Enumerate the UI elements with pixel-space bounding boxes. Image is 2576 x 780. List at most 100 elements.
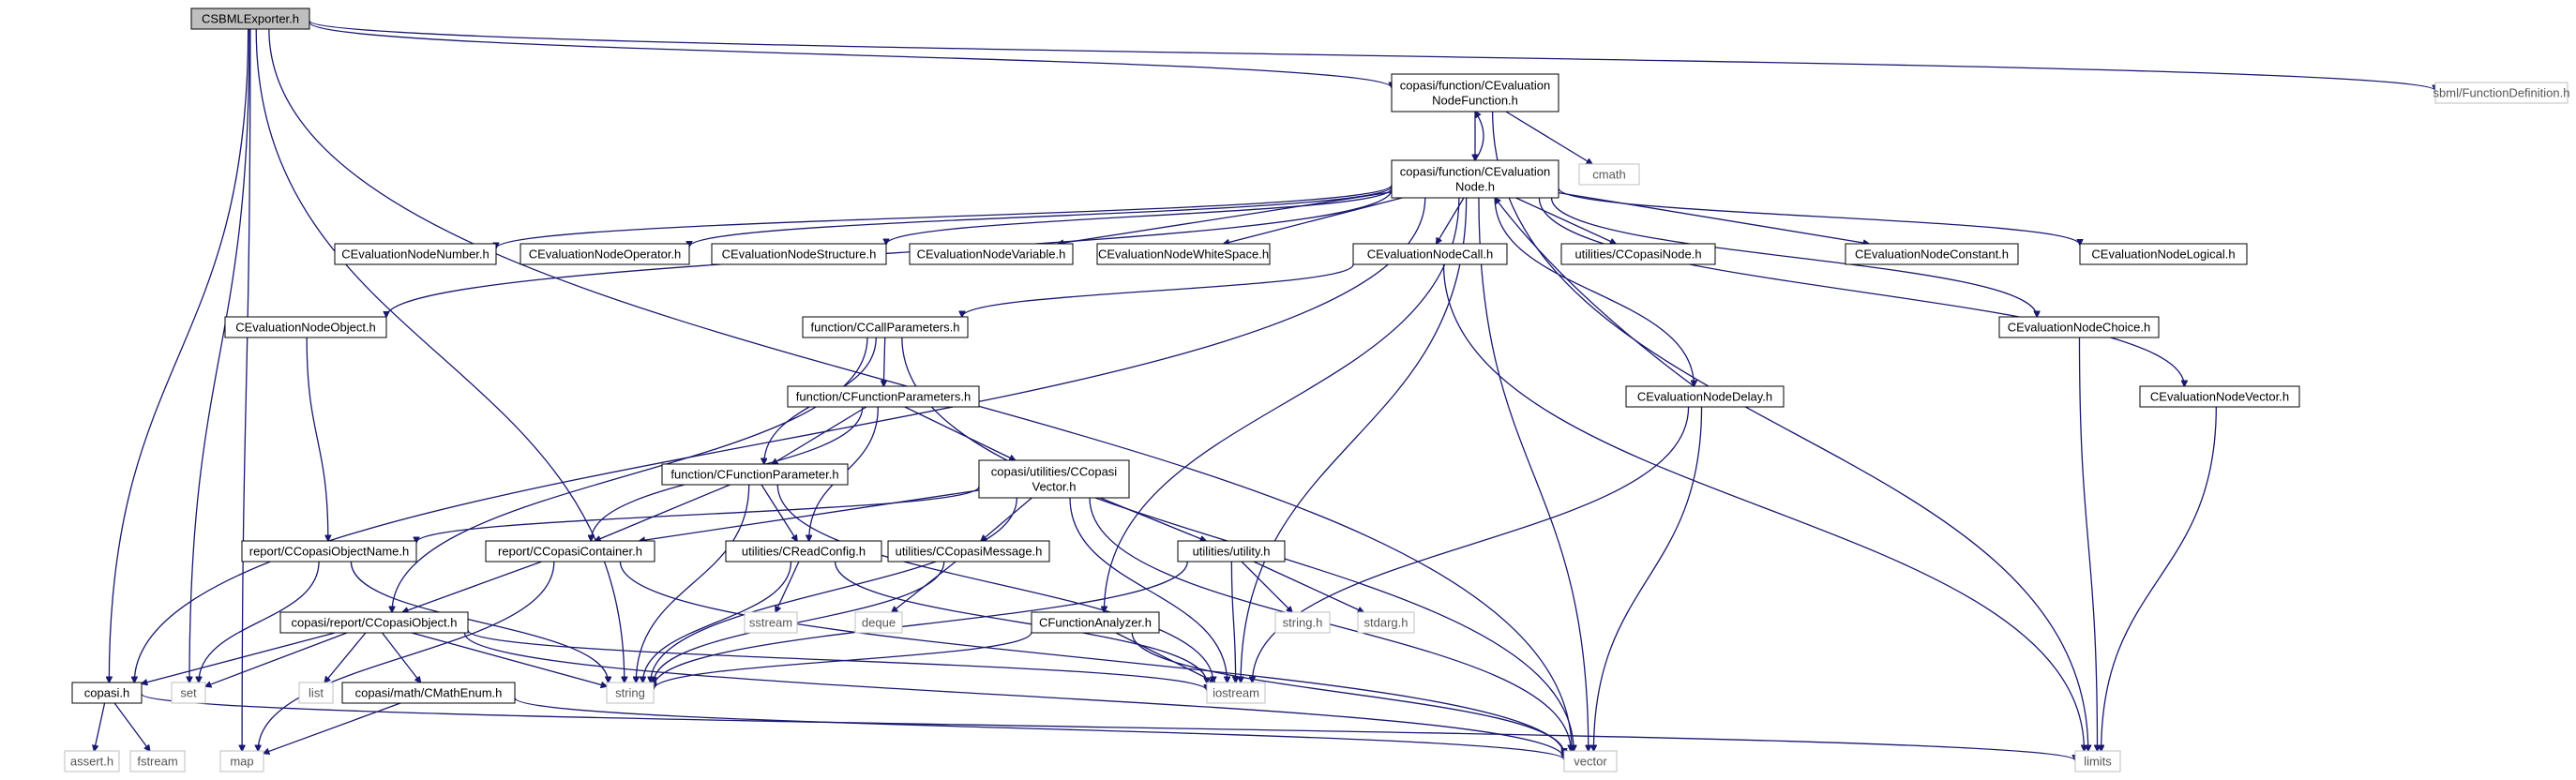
node-analyzer[interactable]: CFunctionAnalyzer.h (1031, 611, 1160, 634)
edge-copasivector-to-utility (1099, 497, 1206, 541)
edge-container-to-copasiobject (402, 561, 542, 612)
node-constant[interactable]: CEvaluationNodeConstant.h (1845, 243, 2019, 265)
edge-evalnode-to-vectorh (1538, 197, 2184, 386)
edge-funcparam-to-readconfig (761, 484, 797, 541)
node-box-mathenum (341, 682, 516, 704)
node-vector: vector (1563, 750, 1618, 772)
node-box-funcparams (787, 385, 980, 408)
node-choice[interactable]: CEvaluationNodeChoice.h (1998, 316, 2160, 338)
node-label-mathenum-0: copasi/math/CMathEnum.h (355, 686, 503, 700)
edge-evalnode-to-copasih (134, 197, 1426, 682)
node-readconfig[interactable]: utilities/CReadConfig.h (725, 540, 882, 562)
node-label-objname-0: report/CCopasiObjectName.h (249, 545, 410, 559)
edge-utility-to-stringh (1241, 561, 1292, 612)
node-call[interactable]: CEvaluationNodeCall.h (1352, 243, 1508, 265)
edge-callparams-to-funcparams (883, 337, 884, 386)
node-box-copasinode (1560, 243, 1716, 265)
edge-readconfig-to-sstream (776, 561, 800, 612)
node-copasiobject[interactable]: copasi/report/CCopasiObject.h (279, 611, 469, 634)
nodes-layer: CSBMLExporter.h copasi/function/CEvaluati… (64, 8, 2569, 772)
edge-utility-to-iostream (1230, 561, 1235, 682)
node-whitespace[interactable]: CEvaluationNodeWhiteSpace.h (1096, 243, 1271, 265)
node-delay[interactable]: CEvaluationNodeDelay.h (1625, 385, 1785, 408)
node-csbml[interactable]: CSBMLExporter.h (190, 8, 310, 30)
node-label-fstream-0: fstream (137, 755, 177, 769)
node-box-message (887, 540, 1050, 562)
node-mathenum[interactable]: copasi/math/CMathEnum.h (341, 682, 516, 704)
node-label-asserth-0: assert.h (70, 755, 113, 769)
edge-mathenum-to-map (264, 702, 401, 754)
edge-evalnode-to-constant (1558, 191, 1869, 244)
node-box-limits (2074, 750, 2121, 772)
node-label-number-0: CEvaluationNodeNumber.h (341, 248, 490, 262)
node-string: string (606, 682, 655, 704)
node-label-vectorh-0: CEvaluationNodeVector.h (2150, 390, 2289, 404)
edge-copasih-to-fstream (113, 702, 150, 751)
edge-evalnode-to-structure (886, 188, 1393, 245)
node-funcparams[interactable]: function/CFunctionParameters.h (787, 385, 980, 408)
node-vectorh[interactable]: CEvaluationNodeVector.h (2139, 385, 2300, 408)
node-logical[interactable]: CEvaluationNodeLogical.h (2079, 243, 2248, 265)
node-box-deque (854, 611, 903, 634)
node-label-limits-0: limits (2084, 755, 2112, 769)
node-label-map-0: map (230, 755, 253, 769)
node-copasih[interactable]: copasi.h (71, 682, 143, 704)
edge-evalnode-to-analyzer (1104, 197, 1460, 612)
edge-choice-to-limits (2078, 337, 2097, 751)
node-box-copasivector (978, 459, 1130, 499)
node-limits: limits (2074, 750, 2121, 772)
node-label-funcparam-0: function/CFunctionParameter.h (670, 468, 838, 482)
node-label-copasinode-0: utilities/CCopasiNode.h (1574, 248, 1701, 262)
node-objname[interactable]: report/CCopasiObjectName.h (241, 540, 417, 562)
edge-copasivector-to-container (640, 489, 980, 541)
node-message[interactable]: utilities/CCopasiMessage.h (887, 540, 1050, 562)
node-box-objname (241, 540, 417, 562)
node-label-deque-0: deque (862, 616, 896, 630)
edge-object-to-objname (306, 337, 328, 541)
node-box-choice (1998, 316, 2160, 338)
node-container[interactable]: report/CCopasiContainer.h (485, 540, 655, 562)
edge-funcparam-to-string (636, 484, 750, 682)
node-label-operator-0: CEvaluationNodeOperator.h (529, 248, 682, 262)
edge-evalnode-to-delay (1494, 197, 1694, 386)
node-evalnode[interactable]: copasi/function/CEvaluationNode.h (1391, 159, 1559, 199)
node-object[interactable]: CEvaluationNodeObject.h (224, 316, 387, 338)
edge-csbml-to-map (242, 28, 251, 751)
node-callparams[interactable]: function/CCallParameters.h (802, 316, 969, 338)
node-label-copasih-0: copasi.h (84, 686, 129, 700)
node-box-copasih (71, 682, 143, 704)
node-structure[interactable]: CEvaluationNodeStructure.h (711, 243, 887, 265)
node-box-constant (1845, 243, 2019, 265)
edge-evalnode-to-copasinode (1515, 197, 1617, 244)
node-box-asserth (64, 750, 120, 772)
node-list: list (298, 682, 334, 704)
edge-copasivector-to-message (981, 497, 1032, 541)
node-asserth: assert.h (64, 750, 120, 772)
edge-copasivector-to-vector (1089, 497, 1571, 751)
node-funcparam[interactable]: function/CFunctionParameter.h (661, 463, 849, 486)
edge-nodefunc-to-cmath (1505, 111, 1592, 164)
node-nodefunc[interactable]: copasi/function/CEvaluationNodeFunction.… (1391, 73, 1559, 112)
node-variable[interactable]: CEvaluationNodeVariable.h (909, 243, 1074, 265)
edge-delay-to-evalnode (1495, 198, 1695, 387)
node-label-utility-0: utilities/utility.h (1193, 545, 1271, 559)
node-sbmlfd: sbml/FunctionDefinition.h (2433, 82, 2569, 104)
edge-evalnode-to-object (386, 189, 1393, 317)
node-copasinode[interactable]: utilities/CCopasiNode.h (1560, 243, 1716, 265)
node-number[interactable]: CEvaluationNodeNumber.h (334, 243, 497, 265)
edge-container-to-map (258, 561, 555, 751)
node-label-structure-0: CEvaluationNodeStructure.h (722, 248, 877, 262)
edge-funcparams-to-copasivector (904, 406, 1016, 460)
edge-mathenum-to-vector (514, 697, 1564, 759)
node-label-nodefunc-0: copasi/function/CEvaluation (1400, 79, 1550, 93)
node-label-constant-0: CEvaluationNodeConstant.h (1855, 248, 2009, 262)
node-stdarg: stdarg.h (1357, 611, 1415, 634)
node-label-logical-0: CEvaluationNodeLogical.h (2091, 248, 2235, 262)
node-box-sstream (744, 611, 798, 634)
node-label-evalnode-1: Node.h (1455, 180, 1495, 194)
edge-copasiobject-to-iostream (467, 629, 1207, 690)
node-operator[interactable]: CEvaluationNodeOperator.h (520, 243, 690, 265)
node-label-stringh-0: string.h (1283, 616, 1323, 630)
node-utility[interactable]: utilities/utility.h (1177, 540, 1286, 562)
